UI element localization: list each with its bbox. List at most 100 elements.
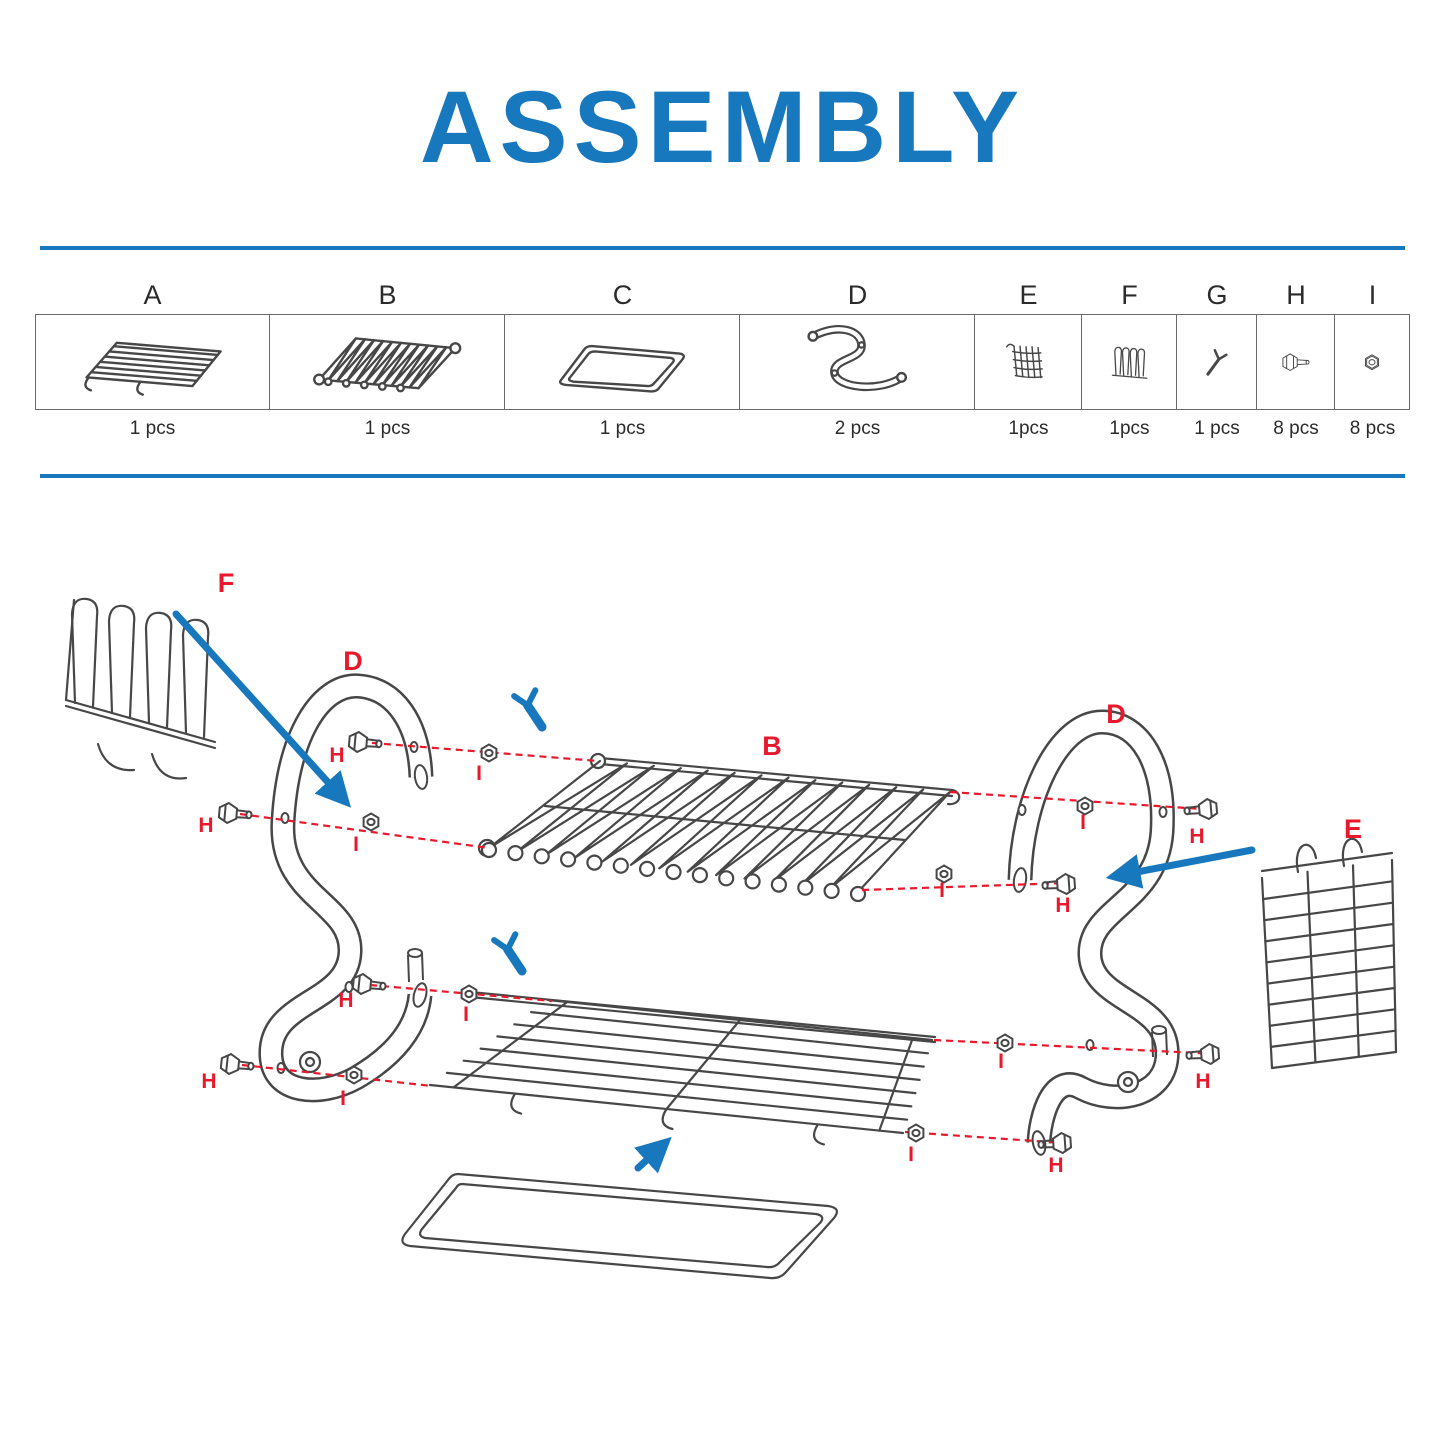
bolt-h [1182, 797, 1219, 823]
part-quantity: 1 pcs [599, 418, 646, 439]
part-cell-d: D 2 pcs [738, 280, 975, 444]
part-letter: D [847, 280, 868, 310]
part-quantity: 8 pcs [1273, 418, 1319, 439]
nut-i-icon [1337, 319, 1407, 405]
part-image-box [1333, 314, 1410, 410]
nut-i [996, 1033, 1014, 1053]
diagram-label-h: H [201, 1070, 216, 1093]
bolt-h [347, 730, 384, 756]
diagram-label-h: H [198, 814, 213, 837]
part-letter: C [612, 280, 633, 310]
part-image-box [1080, 314, 1177, 410]
part-letter: A [143, 280, 162, 310]
part-quantity: 1 pcs [129, 418, 176, 439]
diagram-label-i: I [476, 762, 482, 785]
diagram-label-h: H [1055, 894, 1070, 917]
bolt-h [351, 972, 388, 998]
bolt-h [1184, 1042, 1221, 1067]
part-b-upper-rack [477, 752, 961, 903]
part-quantity: 8 pcs [1349, 418, 1396, 439]
part-a-lower-rack [428, 987, 937, 1146]
part-image-box [268, 314, 505, 410]
assembly-line [239, 812, 490, 850]
diagram-label-d: D [343, 646, 363, 676]
diagram-label-h: H [329, 744, 344, 767]
part-image-box [973, 314, 1082, 410]
assembly-line [904, 1130, 1065, 1145]
diagram-label-i: I [1080, 811, 1086, 834]
part-cell-b: B 1 pcs [268, 280, 505, 444]
part-quantity: 1 pcs [364, 418, 411, 439]
diagram-label-h: H [1048, 1154, 1063, 1177]
wrench-icon [494, 933, 527, 976]
part-quantity: 1pcs [1008, 418, 1049, 439]
nut-i [345, 1065, 363, 1085]
part-image-box [1175, 314, 1257, 410]
part-letter: B [378, 280, 397, 310]
part-quantity: 1pcs [1109, 418, 1150, 439]
insert-arrow-f [172, 610, 352, 808]
part-quantity: 2 pcs [834, 418, 881, 439]
side-frame-d-icon [747, 319, 967, 405]
dish-rack-b-icon [277, 319, 497, 405]
wrench-g-icon [1179, 319, 1254, 405]
part-letter: F [1121, 280, 1138, 310]
diagram-label-i: I [939, 879, 945, 902]
diagram-label-h: H [1189, 825, 1204, 848]
bolt-h [1040, 872, 1077, 897]
part-letter: G [1206, 280, 1228, 310]
nut-i [362, 812, 380, 832]
diagram-label-h: H [338, 989, 353, 1012]
top-divider [40, 246, 1405, 250]
part-cell-c: C 1 pcs [503, 280, 740, 444]
part-cell-f: F 1pcs [1080, 280, 1177, 444]
part-image-box [738, 314, 975, 410]
part-cell-h: H 8 pcs [1255, 280, 1335, 444]
part-d-right-frame [1007, 709, 1180, 1156]
bolt-h [219, 1052, 256, 1078]
insert-arrow-e [1105, 846, 1256, 889]
diagram-label-e: E [1344, 814, 1362, 844]
diagram-label-h: H [1195, 1070, 1210, 1093]
part-c-drip-tray [401, 1172, 838, 1280]
assembly-line [369, 983, 553, 1003]
assembly-line [359, 740, 599, 763]
part-image-box [35, 314, 270, 410]
part-d-left-frame [258, 673, 434, 1103]
bolt-h-icon [1259, 319, 1332, 405]
diagram-label-i: I [463, 1003, 469, 1026]
assembly-line [241, 1063, 433, 1088]
part-f-cup-holder [64, 597, 217, 780]
diagram-label-b: B [762, 731, 782, 761]
diagram-label-i: I [340, 1087, 346, 1110]
bolt-h [217, 801, 254, 827]
wire-shelf-a-icon [43, 319, 262, 405]
part-cell-i: I 8 pcs [1333, 280, 1410, 444]
cup-holder-f-icon [1084, 319, 1173, 405]
part-image-box [1255, 314, 1335, 410]
part-letter: E [1019, 280, 1038, 310]
page-title: ASSEMBLY [419, 70, 1026, 184]
part-e-utensil-holder [1260, 837, 1398, 1070]
utensil-holder-e-icon [978, 319, 1078, 405]
bottom-divider [40, 474, 1405, 478]
diagram-label-f: F [218, 568, 235, 598]
diagram-label-i: I [908, 1143, 914, 1166]
diagram-label-i: I [998, 1050, 1004, 1073]
part-letter: H [1286, 280, 1306, 310]
assembly-line [861, 881, 1067, 892]
nut-i [907, 1123, 925, 1143]
wrench-icon [514, 689, 547, 732]
diagram-label-i: I [353, 833, 359, 856]
part-image-box [503, 314, 740, 410]
tools-and-arrows [172, 610, 1256, 1174]
drip-tray-c-icon [512, 319, 732, 405]
part-cell-e: E 1pcs [973, 280, 1082, 444]
part-letter: I [1368, 280, 1377, 310]
nut-i [480, 743, 498, 763]
